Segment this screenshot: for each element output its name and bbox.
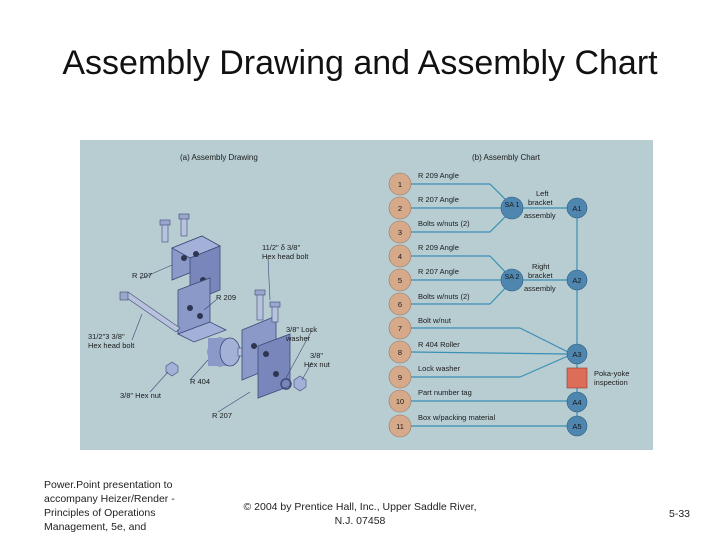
- assembly-figure-svg: (a) Assembly Drawing: [88, 153, 629, 438]
- drawing-header: (a) Assembly Drawing: [180, 153, 258, 162]
- step-label-1: R 209 Angle: [418, 171, 459, 180]
- step-num-11: 11: [396, 422, 404, 431]
- step-num-9: 9: [398, 373, 402, 382]
- sa2-label-1: Right: [532, 262, 550, 271]
- sa1-code: SA 1: [505, 202, 520, 209]
- label-r207-bottom: R 207: [212, 411, 232, 420]
- step-label-11: Box w/packing material: [418, 413, 495, 422]
- chart-header: (b) Assembly Chart: [472, 153, 541, 162]
- a5-code: A5: [572, 422, 581, 431]
- footer-left: Power.Point presentation to accompany He…: [44, 479, 175, 533]
- label-hex-nut-left: 3/8" Hex nut: [120, 391, 162, 400]
- label-hex-head-bolt-left-2: Hex head bolt: [88, 341, 135, 350]
- page-number: 5-33: [668, 508, 690, 520]
- bolts-top: [159, 213, 190, 243]
- slide-title: Assembly Drawing and Assembly Chart: [62, 44, 658, 82]
- lock-washer-and-nut: [280, 375, 307, 392]
- sa2-code: SA 2: [505, 274, 520, 281]
- subassembly-nodes: [500, 196, 524, 292]
- bracket-r209: [177, 277, 227, 343]
- step-label-7: Bolt w/nut: [418, 316, 452, 325]
- label-hex-head-bolt-top-1: 11/2" δ 3/8": [262, 243, 300, 252]
- step-num-4: 4: [398, 252, 402, 261]
- sa1-label-2: bracket: [528, 198, 554, 207]
- label-r207-top: R 207: [132, 271, 152, 280]
- step-label-4: R 209 Angle: [418, 243, 459, 252]
- step-label-3: Bolts w/nuts (2): [418, 219, 470, 228]
- step-num-2: 2: [398, 204, 402, 213]
- assembly-figure: (a) Assembly Drawing: [80, 140, 653, 450]
- bracket-r207-right: [241, 289, 291, 399]
- step-num-10: 10: [396, 397, 404, 406]
- label-hex-head-bolt-top-2: Hex head bolt: [262, 252, 309, 261]
- label-hex-nut-right-1: 3/8": [310, 351, 323, 360]
- step-num-5: 5: [398, 276, 402, 285]
- sa1-label-1: Left: [536, 189, 549, 198]
- roller-r404: [207, 337, 249, 367]
- a1-code: A1: [572, 204, 581, 213]
- step-circles: [388, 172, 412, 438]
- step-num-1: 1: [398, 180, 402, 189]
- label-lock-washer-2: washer: [285, 334, 311, 343]
- step-num-3: 3: [398, 228, 402, 237]
- a2-code: A2: [572, 276, 581, 285]
- drawing-leader-lines: [131, 257, 313, 413]
- a4-code: A4: [572, 398, 581, 407]
- inspection-box: [566, 367, 588, 389]
- step-label-9: Lock washer: [418, 364, 461, 373]
- step-num-6: 6: [398, 300, 402, 309]
- hex-nut-left: [165, 361, 179, 377]
- step-num-7: 7: [398, 324, 402, 333]
- chart-flow-lines: [410, 183, 578, 427]
- assembly-nodes: [566, 197, 588, 437]
- label-hex-head-bolt-left-1: 31/2"3 3/8": [88, 332, 125, 341]
- step-label-5: R 207 Angle: [418, 267, 459, 276]
- inspection-label-2: inspection: [594, 378, 628, 387]
- step-label-8: R 404 Roller: [418, 340, 460, 349]
- step-label-10: Part number tag: [418, 388, 472, 397]
- sa2-label-2: bracket: [528, 271, 554, 280]
- footer-copyright: © 2004 by Prentice Hall, Inc., Upper Sad…: [243, 501, 477, 527]
- label-lock-washer-1: 3/8" Lock: [286, 325, 317, 334]
- sa2-label-3: assembly: [524, 284, 556, 293]
- label-hex-nut-right-2: Hex nut: [304, 360, 331, 369]
- step-label-6: Bolts w/nuts (2): [418, 292, 470, 301]
- label-r209: R 209: [216, 293, 236, 302]
- a3-code: A3: [572, 350, 581, 359]
- step-num-8: 8: [398, 348, 402, 357]
- inspection-label-1: Poka-yoke: [594, 369, 629, 378]
- step-label-2: R 207 Angle: [418, 195, 459, 204]
- sa1-label-3: assembly: [524, 211, 556, 220]
- label-r404: R 404: [190, 377, 210, 386]
- long-bolt-left: [119, 291, 181, 333]
